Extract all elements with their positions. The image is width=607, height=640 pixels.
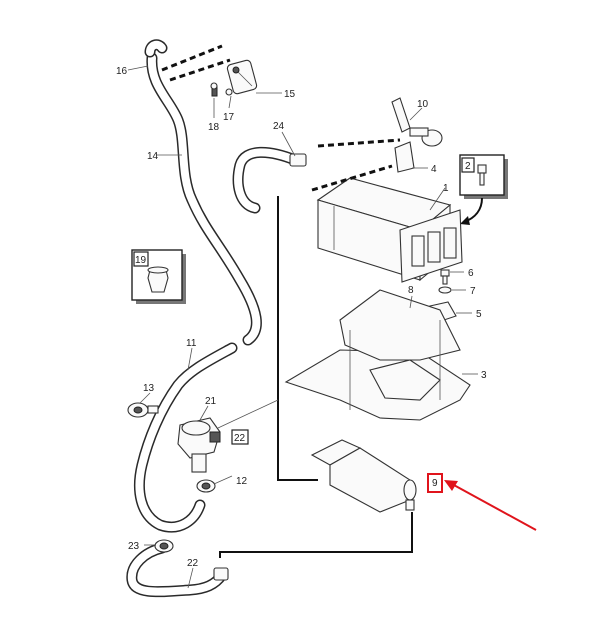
callout-17: 17	[223, 112, 235, 123]
clip-18	[210, 82, 218, 97]
callout-16: 16	[116, 66, 128, 77]
callout-11: 11	[186, 338, 197, 349]
callout-10: 10	[417, 99, 429, 110]
hose-16-dashed-link-2	[169, 58, 231, 82]
clip-17	[225, 88, 233, 96]
valve-21	[177, 417, 221, 473]
hose-16-dashed-link	[161, 44, 223, 72]
hose-11	[134, 342, 238, 533]
red-pointer-arrowhead	[444, 480, 458, 491]
callout-8: 8	[408, 285, 414, 296]
callout-22: 22	[187, 558, 199, 569]
callout-18: 18	[208, 122, 220, 133]
callout-12: 12	[236, 476, 248, 487]
clamp-13	[127, 402, 159, 418]
line-22-to-9	[219, 512, 413, 558]
callout-22-boxed: 22	[234, 433, 246, 444]
hose-14	[146, 52, 262, 346]
callout-2: 2	[465, 161, 471, 172]
clamp-23	[154, 539, 174, 553]
arrow-2-head	[460, 216, 470, 225]
callout-23: 23	[128, 541, 140, 552]
callout-7: 7	[470, 286, 476, 297]
canister-1	[316, 177, 463, 283]
callout-22-box	[231, 429, 249, 445]
callout-13: 13	[143, 383, 155, 394]
washer-7	[438, 286, 452, 294]
bracket-4	[394, 141, 415, 173]
callout-1: 1	[443, 183, 449, 194]
callout-15: 15	[284, 89, 296, 100]
callout-21: 21	[205, 396, 217, 407]
callout-5: 5	[476, 309, 482, 320]
callout-24: 24	[273, 121, 285, 132]
clip-12	[196, 479, 216, 493]
hose-24	[232, 146, 307, 214]
leader-lines	[127, 65, 478, 589]
dashed-hose24-link	[317, 138, 401, 148]
callout-19-box	[133, 251, 149, 267]
hose-22	[126, 542, 229, 598]
highlight-box-9	[427, 473, 443, 493]
line-24-to-9	[277, 196, 318, 481]
callout-3: 3	[481, 370, 487, 381]
red-pointer-arrow	[451, 483, 537, 531]
callout-14: 14	[147, 151, 159, 162]
canister-9	[310, 439, 417, 513]
callout-2-box	[461, 157, 475, 173]
callout-6: 6	[468, 268, 474, 279]
bolt-6	[440, 269, 450, 285]
callout-4: 4	[431, 164, 437, 175]
bracket-3	[284, 289, 471, 421]
valve-15	[226, 59, 258, 95]
callout-9: 9	[432, 478, 438, 489]
callout-19: 19	[135, 255, 147, 266]
dashed-canister-link	[311, 164, 393, 192]
valve-10	[391, 97, 443, 147]
hose-16-end	[144, 39, 168, 58]
